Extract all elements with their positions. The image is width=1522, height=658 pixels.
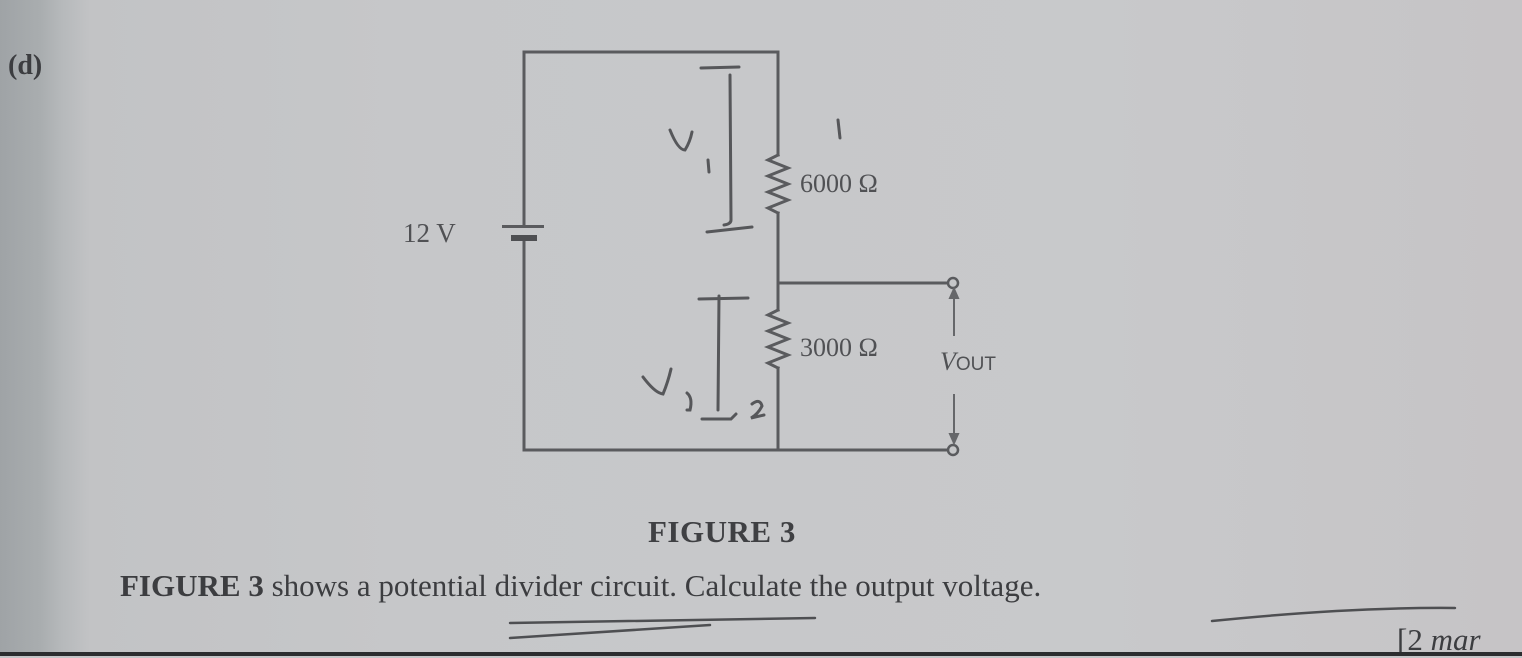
underline-output-voltage [1210, 606, 1457, 623]
output-terminal-top [946, 276, 960, 290]
vout-label-sub: OUT [955, 354, 996, 375]
handwritten-v2-subscript [685, 391, 693, 412]
underline-potential-divider-1 [508, 616, 817, 625]
marks-allocation: [2 mar [1397, 622, 1481, 658]
question-body: shows a potential divider circuit. Calcu… [263, 568, 1042, 603]
marks-prefix: [2 [1397, 622, 1431, 657]
question-part-label: (d) [8, 50, 43, 81]
resistor-3000-label: 3000 Ω [800, 333, 878, 362]
question-text: FIGURE 3 shows a potential divider circu… [120, 568, 1041, 604]
handwritten-v1-subscript [706, 158, 711, 174]
photo-bottom-edge [0, 652, 1522, 656]
figure-caption: FIGURE 3 [648, 514, 796, 549]
output-terminal-bottom [946, 443, 960, 457]
question-figure-ref: FIGURE 3 [120, 568, 264, 603]
battery-symbol [502, 225, 544, 241]
resistor-6000-label: 6000 Ω [800, 169, 878, 198]
resistor-6000-zigzag [763, 152, 793, 216]
resistor-3000-zigzag [763, 307, 793, 371]
handwritten-v2-bracket [697, 294, 750, 421]
vout-label: VOUT [940, 347, 996, 377]
handwritten-v1-bracket [699, 65, 754, 234]
handwritten-r2-mark [750, 399, 766, 420]
vout-label-v: V [940, 347, 956, 376]
vout-arrow [948, 286, 960, 446]
handwritten-v1-letter [668, 128, 694, 152]
handwritten-r1-mark [836, 118, 842, 140]
handwritten-v2-letter [641, 367, 673, 396]
underline-potential-divider-2 [508, 623, 712, 640]
battery-voltage-label: 12 V [403, 218, 456, 248]
marks-word: mar [1430, 622, 1481, 657]
